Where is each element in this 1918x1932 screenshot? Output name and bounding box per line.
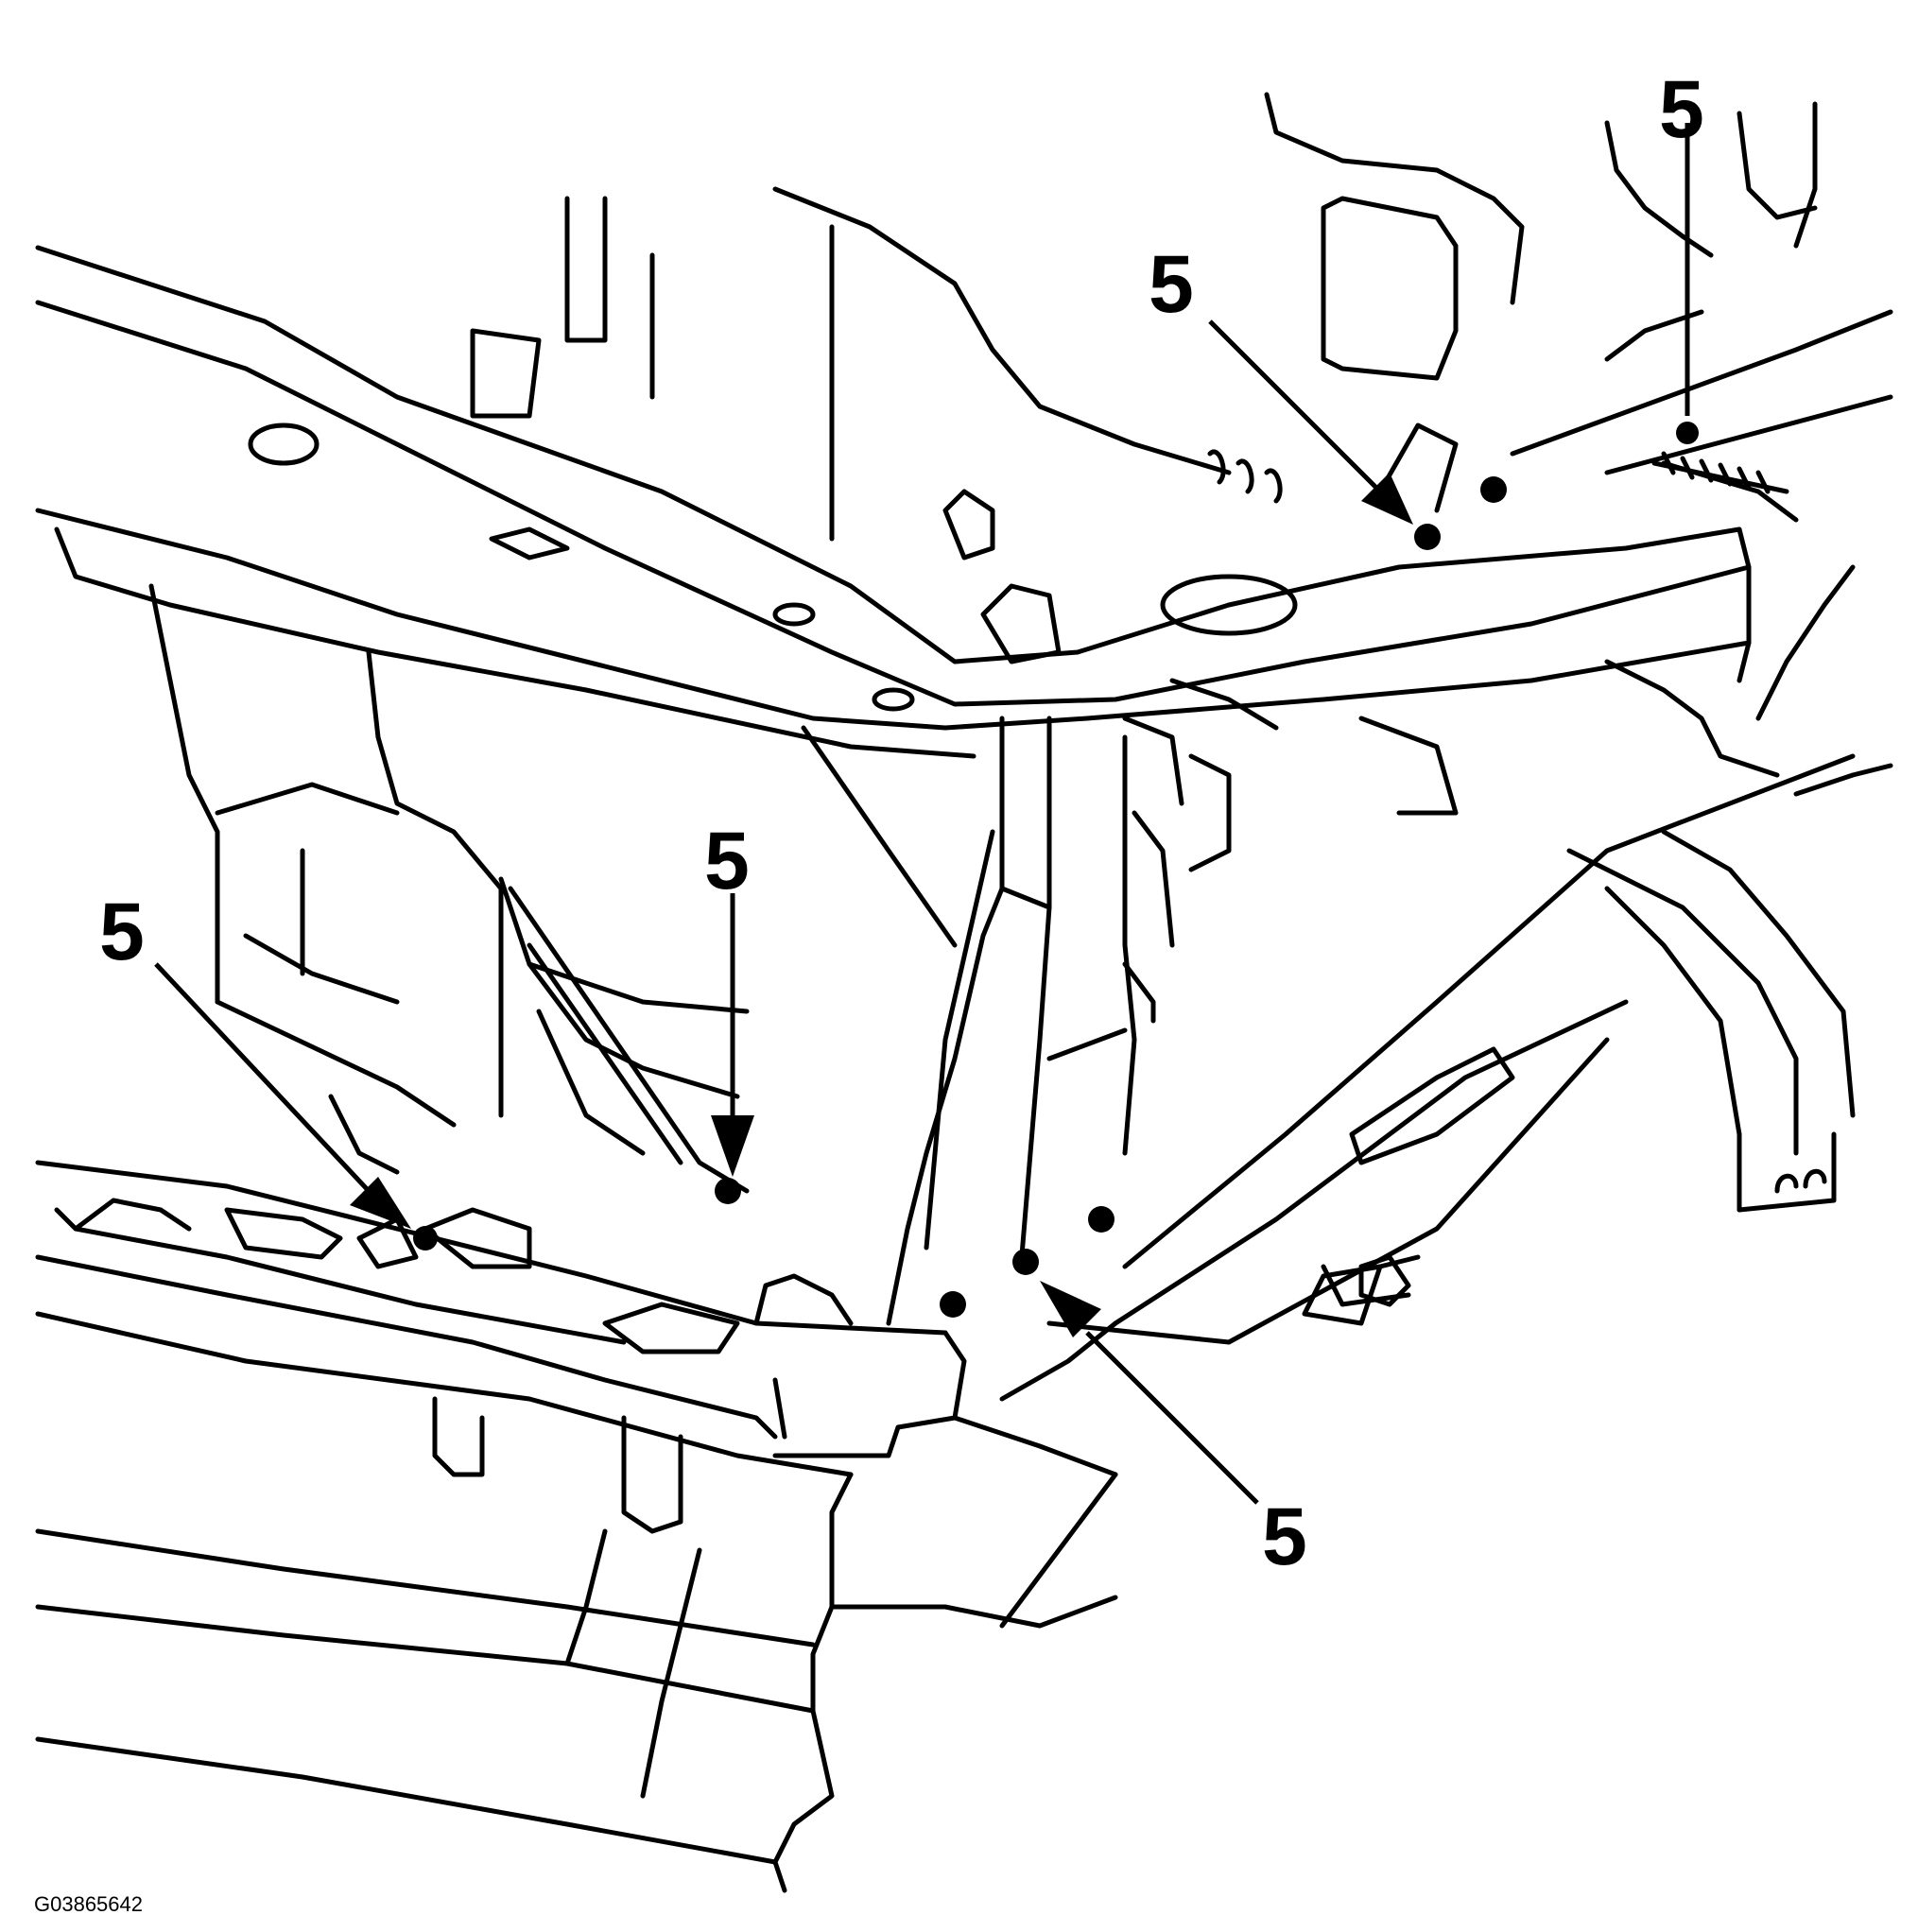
structure-line-art [35,92,1893,1893]
bolt-center-post-2 [1012,1249,1039,1275]
callout-arrows [154,123,1690,1505]
figure-id: G03865642 [34,1892,143,1916]
callout-left: 5 [99,887,145,977]
callout-top-right: 5 [1149,239,1194,330]
bolt-center-post-3 [1088,1206,1115,1233]
bolt-left-lower [413,1226,438,1251]
bolt-top-right-2 [1414,524,1441,550]
callout-center: 5 [704,816,750,906]
bolt-far-right [1676,422,1699,444]
bolt-top-right-1 [1480,476,1507,503]
callout-bottom-right: 5 [1262,1492,1307,1582]
bolt-center-lower [715,1178,741,1204]
bolt-center-post-1 [940,1291,966,1318]
callout-far-right: 5 [1659,64,1704,155]
bolt-markers [413,422,1699,1318]
hatch-mark [1651,451,1789,494]
